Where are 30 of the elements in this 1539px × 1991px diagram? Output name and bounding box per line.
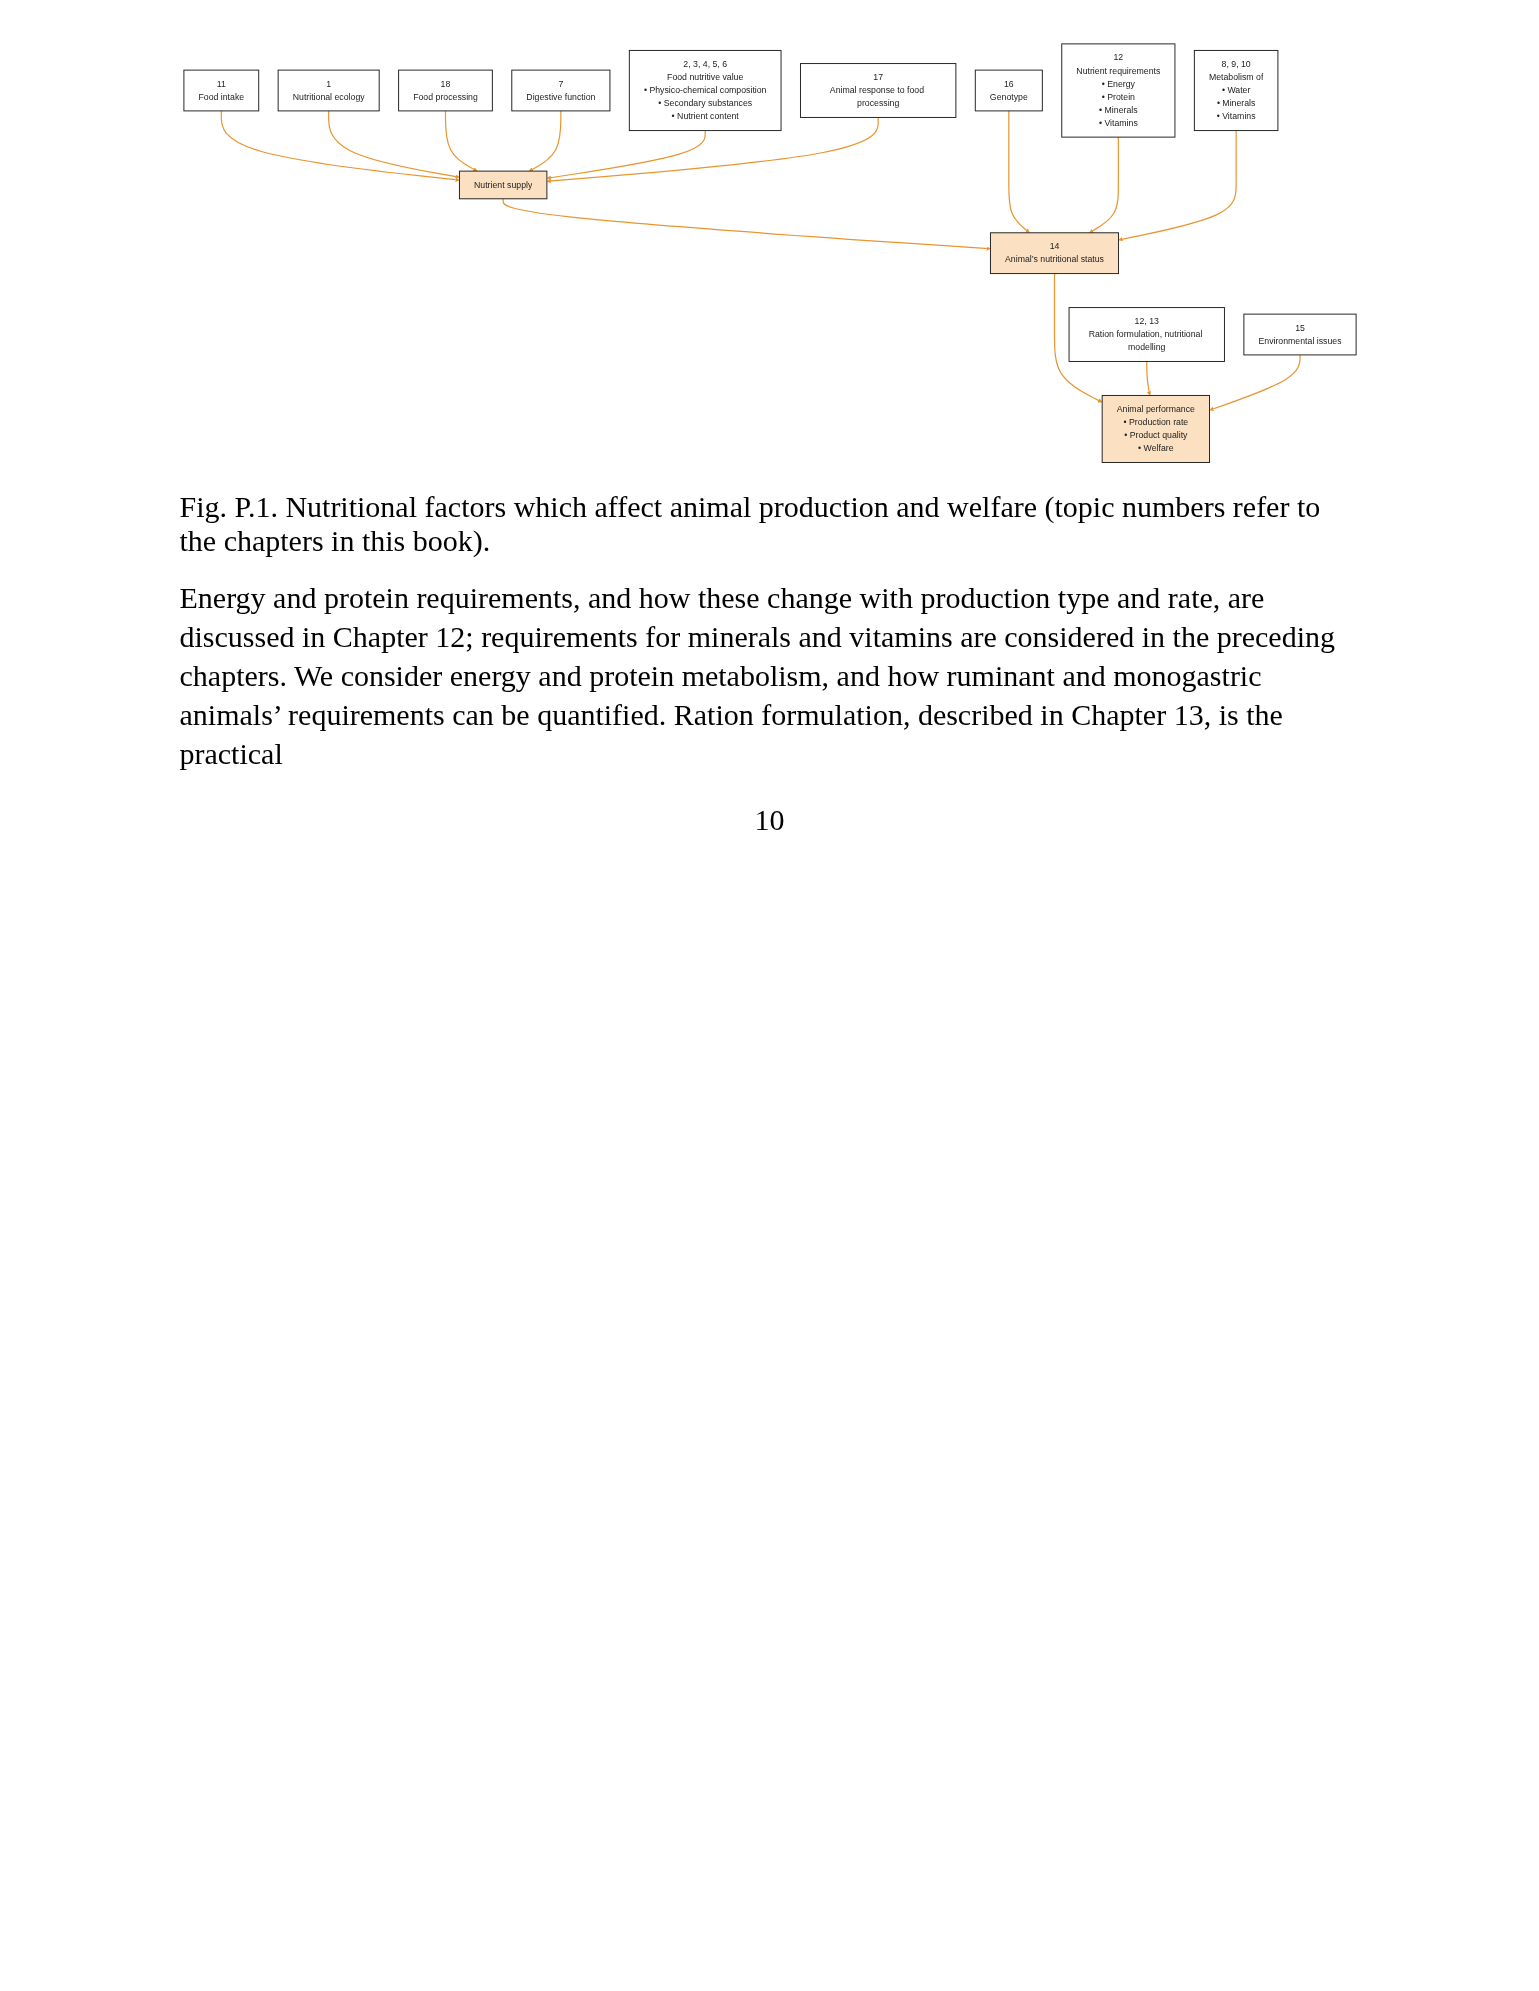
arrow [1208, 354, 1301, 411]
node-box: 15 Environmental issues [1242, 313, 1357, 356]
arrow [1088, 136, 1119, 233]
node-box: 14 Animal’s nutritional status [989, 232, 1119, 275]
arrow [220, 110, 460, 182]
node-box: 11 Food intake [182, 69, 259, 112]
arrow [528, 110, 561, 172]
node-box: 1 Nutritional ecology [277, 69, 380, 112]
node-box: 17 Animal response to food processing [799, 63, 956, 118]
arrow [1053, 272, 1102, 403]
arrow [1145, 360, 1151, 396]
node-box: 7 Digestive function [510, 69, 610, 112]
arrow [327, 110, 460, 179]
node-box: 12, 13 Ration formulation, nutritional modelling [1068, 307, 1225, 362]
arrow [444, 110, 477, 172]
node-box: 18 Food processing [397, 69, 493, 112]
arrow [546, 129, 706, 180]
arrow [502, 198, 991, 251]
node-box: 12 Nutrient requirements • Energy • Protein • Minerals • Vitamins [1060, 43, 1175, 138]
arrow [1117, 129, 1237, 242]
page-number: 10 [753, 803, 786, 838]
node-box: 2, 3, 4, 5, 6 Food nutritive value • Physico-chemical composition • Secondary substances • Nutrient content [628, 49, 782, 132]
node-box: Animal performance • Production rate • Product quality • Welfare [1101, 394, 1210, 463]
body-paragraph: Energy and protein requirements, and how these change with production type and rate, are discussed in Chapter 12; requirements for minerals and vitamins are considered in the preceding chapters. We consider energy and protein metabolism, and how ruminant and monogastric animals’ requirements can be quantified. Ration formulation, described in Chapter 13, is the practical [179, 580, 1336, 773]
arrow [1007, 110, 1030, 233]
node-box: 8, 9, 10 Metabolism of • Water • Minerals • Vitamins [1193, 49, 1278, 132]
arrow [546, 116, 879, 184]
figure-caption: Fig. P.1. Nutritional factors which affect animal production and welfare (topic numbers refer to the chapters in this book). [179, 490, 1322, 559]
node-box: Nutrient supply [458, 170, 547, 200]
node-box: 16 Genotype [974, 69, 1043, 112]
